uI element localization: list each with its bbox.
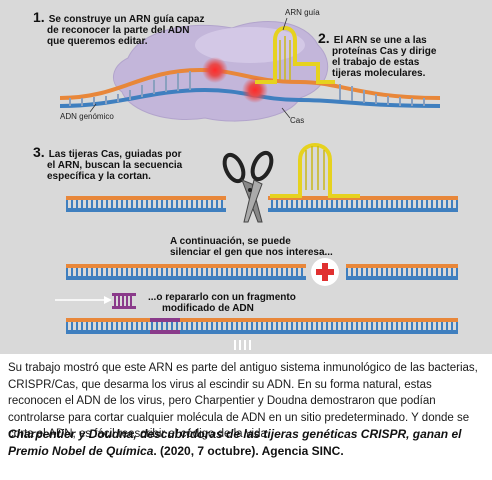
step-2-line-1: El ARN se une a las bbox=[333, 35, 427, 46]
guide-rna-stem bbox=[279, 36, 291, 80]
diagram-shape bbox=[114, 296, 132, 306]
silence-dna-orange-right bbox=[346, 264, 458, 268]
repair-dna-ticks bbox=[66, 322, 458, 330]
diagram-shape bbox=[244, 340, 246, 350]
repair-inserted-blue bbox=[150, 330, 180, 334]
repair-line-2: modificado de ADN bbox=[162, 303, 254, 314]
silence-text: A continuación, se puede silenciar el ge… bbox=[170, 236, 333, 258]
cas-pointer bbox=[281, 107, 291, 119]
diagram-shape bbox=[239, 340, 241, 350]
silence-dna-orange-left bbox=[66, 264, 306, 268]
repair-line-1: ...o repararlo con un fragmento bbox=[148, 292, 296, 303]
step-2-number: 2. bbox=[318, 30, 330, 46]
genomic-dna-rungs bbox=[69, 71, 425, 106]
cut-site-glow-left bbox=[202, 57, 228, 83]
dna-fragment-icon bbox=[112, 293, 136, 309]
repair-text: ...o repararlo con un fragmento modifica… bbox=[148, 292, 296, 314]
diagram-shape bbox=[250, 150, 274, 182]
rna-hairpin-cut bbox=[270, 143, 360, 198]
diagram-shape bbox=[243, 179, 263, 223]
repair-dna-blue bbox=[66, 330, 458, 334]
dna-blue-strand-left bbox=[66, 208, 226, 212]
diagram-shape bbox=[112, 306, 136, 309]
rna-hairpin-rungs bbox=[305, 146, 325, 190]
diagram-shape bbox=[234, 340, 236, 350]
silence-dna-ticks-left bbox=[66, 268, 306, 276]
repair-dna-orange bbox=[66, 318, 458, 322]
cas-label: Cas bbox=[290, 116, 305, 125]
crispr-diagram bbox=[55, 17, 458, 350]
red-cross-icon bbox=[311, 258, 339, 286]
step-2-line-4: tijeras moleculares. bbox=[332, 68, 426, 79]
step-1-line-3: que queremos editar. bbox=[47, 36, 148, 47]
step-3-line-2: el ARN, buscan la secuencia bbox=[47, 160, 183, 171]
genomic-dna-upper bbox=[59, 67, 441, 100]
diagram-shape bbox=[222, 152, 246, 184]
dna-orange-strand-left bbox=[66, 196, 226, 200]
step-1-text: 1.Se construye un ARN guía capaz de reco… bbox=[33, 9, 205, 47]
repair-arrow-head bbox=[104, 296, 112, 304]
dna-orange-strand-right bbox=[268, 196, 458, 200]
step-3-text: 3.Las tijeras Cas, guiadas por el ARN, b… bbox=[33, 144, 183, 182]
silence-dna-blue-right bbox=[346, 276, 458, 280]
figure-caption: Su trabajo mostró que este ARN es parte … bbox=[8, 362, 478, 440]
step-2-line-3: el trabajo de estas bbox=[332, 57, 420, 68]
repair-inserted-orange bbox=[150, 318, 180, 322]
step-2-text: 2.El ARN se une a las proteínas Cas y di… bbox=[318, 30, 437, 79]
citation-title[interactable]: Charpentier y Doudna, descubridoras de l… bbox=[8, 427, 462, 458]
silence-dna-ticks-right bbox=[346, 268, 458, 276]
dna-ticks-right bbox=[268, 200, 458, 208]
diagram-shape bbox=[112, 293, 136, 296]
arn-guia-pointer bbox=[282, 17, 288, 31]
step-1-line-1: Se construye un ARN guía capaz bbox=[48, 14, 205, 25]
silence-dna-blue-left bbox=[66, 276, 306, 280]
step-3-line-3: específica y la cortan. bbox=[47, 171, 151, 182]
scissors-icon bbox=[222, 150, 274, 223]
citation: Charpentier y Doudna, descubridoras de l… bbox=[8, 426, 486, 459]
step-1-number: 1. bbox=[33, 9, 45, 25]
white-marker-icon bbox=[234, 340, 251, 350]
adn-genomico-pointer bbox=[89, 103, 97, 113]
dna-ticks-left bbox=[66, 200, 226, 208]
arn-guia-label: ARN guía bbox=[285, 8, 320, 17]
diagram-shape bbox=[249, 340, 251, 350]
step-1-line-2: de reconocer la parte del ADN bbox=[47, 25, 190, 36]
step-3-line-1: Las tijeras Cas, guiadas por bbox=[48, 149, 182, 160]
guide-rna-strand bbox=[255, 26, 335, 84]
diagram-shape bbox=[248, 188, 252, 192]
step-3-number: 3. bbox=[33, 144, 45, 160]
crispr-infographic: 1.Se construye un ARN guía capaz de reco… bbox=[0, 0, 492, 354]
adn-genomico-label: ADN genómico bbox=[60, 112, 114, 121]
citation-rest: . (2020, 7 octubre). Agencia SINC. bbox=[153, 443, 344, 458]
diagram-shape bbox=[322, 263, 328, 281]
step-2-line-2: proteínas Cas y dirige bbox=[332, 46, 437, 57]
dna-blue-strand-right bbox=[268, 208, 458, 212]
silence-line-2: silenciar el gen que nos interesa... bbox=[170, 247, 333, 258]
silence-line-1: A continuación, se puede bbox=[170, 236, 291, 247]
